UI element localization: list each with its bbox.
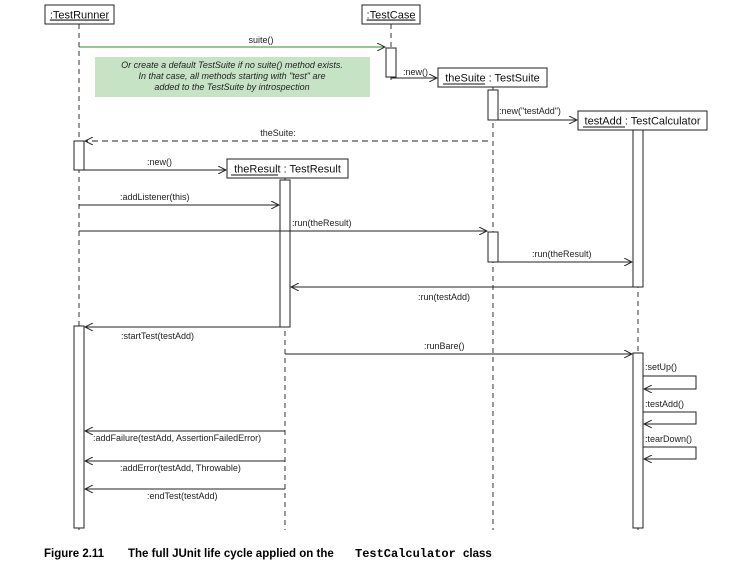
object-test-runner-label: :TestRunner — [50, 10, 110, 22]
object-the-suite: theSuite : TestSuite — [437, 67, 548, 88]
msg-run-testadd-label: :run(testAdd) — [418, 292, 470, 302]
activation-test-runner-1 — [73, 140, 85, 171]
msg-new-testadd-label: :new("testAdd") — [499, 106, 561, 116]
activation-test-case — [385, 47, 397, 78]
caption-suffix: class — [463, 548, 492, 560]
note-line-2: In that case, all methods starting with … — [139, 71, 326, 81]
msg-add-failure-label: :addFailure(testAdd, AssertionFailedErro… — [93, 433, 261, 443]
msg-add-error-label: :addError(testAdd, Throwable) — [120, 463, 241, 473]
caption-code: TestCalculator — [355, 547, 456, 561]
msg-set-up-label: :setUp() — [645, 362, 677, 372]
activation-the-suite-2 — [487, 231, 499, 263]
msg-tear-down-arrow — [643, 446, 697, 459]
object-the-suite-label: theSuite : TestSuite — [445, 73, 540, 85]
msg-new-result-label: :new() — [147, 157, 172, 167]
activation-test-add-1 — [632, 129, 644, 288]
msg-start-test-label: :startTest(testAdd) — [121, 331, 194, 341]
object-test-add: testAdd : TestCalculator — [577, 110, 708, 131]
msg-run-bare-label: :runBare() — [424, 341, 465, 351]
activation-the-suite-1 — [487, 89, 499, 121]
figure-caption: Figure 2.11 The full JUnit life cycle ap… — [44, 547, 492, 561]
msg-set-up-arrow — [643, 375, 697, 389]
activation-test-runner-2 — [73, 325, 85, 529]
caption-text: The full JUnit life cycle applied on the — [128, 548, 334, 560]
msg-run-result-1-label: :run(theResult) — [292, 218, 352, 228]
activation-test-add-2 — [632, 352, 644, 529]
caption-label: Figure 2.11 — [44, 548, 105, 560]
object-test-case: :TestCase — [361, 4, 421, 25]
msg-tear-down-label: :tearDown() — [645, 434, 692, 444]
note-line-3: added to the TestSuite by introspection — [154, 82, 309, 92]
msg-end-test-label: :endTest(testAdd) — [147, 491, 218, 501]
msg-add-listener-label: :addListener(this) — [120, 192, 190, 202]
msg-the-suite-return-label: theSuite: — [260, 128, 296, 138]
msg-test-add-call-arrow — [643, 411, 697, 424]
msg-new-suite-label: :new() — [403, 67, 428, 77]
object-test-case-label: :TestCase — [367, 10, 416, 22]
note-line-1: Or create a default TestSuite if no suit… — [121, 60, 343, 70]
introspection-note: Or create a default TestSuite if no suit… — [95, 57, 370, 97]
msg-test-add-call-label: :testAdd() — [645, 399, 684, 409]
object-the-result-label: theResult : TestResult — [234, 164, 341, 176]
object-the-result: theResult : TestResult — [226, 158, 349, 179]
object-test-add-label: testAdd : TestCalculator — [585, 116, 701, 128]
msg-new-suite-arrow — [390, 77, 437, 78]
object-test-runner: :TestRunner — [44, 4, 115, 25]
activation-the-result — [279, 179, 291, 328]
msg-suite-label: suite() — [248, 35, 273, 45]
msg-run-result-2-label: :run(theResult) — [532, 249, 592, 259]
